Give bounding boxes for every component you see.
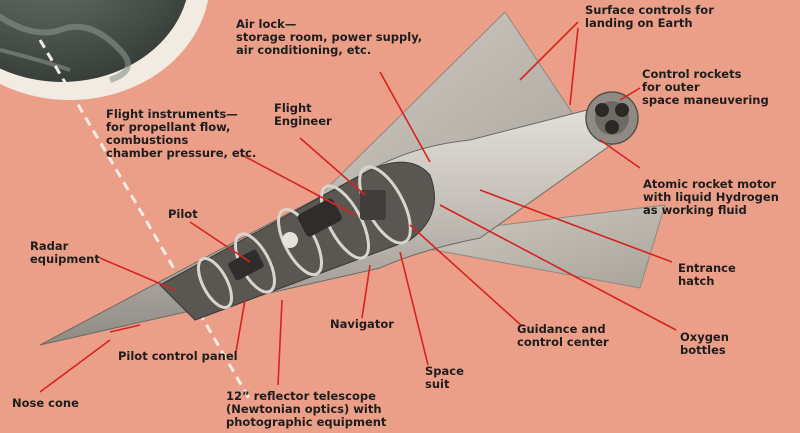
label-line: chamber pressure, etc. [106,146,257,160]
label-line: bottles [680,343,726,357]
label-line: space maneuvering [642,93,769,107]
label-line: suit [425,377,450,391]
label-line: landing on Earth [585,16,693,30]
label-line: Space [425,364,464,378]
leader-lines [39,21,677,393]
label-oxygen-bottles: Oxygen bottles [680,331,729,357]
label-line: Engineer [274,114,332,128]
label-line: Nose cone [12,396,79,410]
label-line: equipment [30,252,100,266]
label-air-lock: Air lock— storage room, power supply, ai… [236,18,422,57]
label-nose-cone: Nose cone [12,397,79,410]
label-line: Radar [30,239,69,253]
label-navigator: Navigator [330,318,394,331]
label-line: Oxygen [680,330,729,344]
label-line: Navigator [330,317,394,331]
label-line: (Newtonian optics) with [226,402,382,416]
label-line: Pilot [168,207,198,221]
label-atomic-rocket-motor: Atomic rocket motor with liquid Hydrogen… [643,178,779,217]
label-line: Air lock— [236,17,297,31]
label-guidance-control: Guidance and control center [517,323,609,349]
label-line: Atomic rocket motor [643,177,777,191]
label-line: Pilot control panel [118,349,238,363]
lower-wing [379,204,666,289]
label-pilot-control-panel: Pilot control panel [118,350,238,363]
trajectory-line [38,39,252,401]
label-line: photographic equipment [226,415,387,429]
label-line: as working fluid [643,203,747,217]
label-line: Flight [274,101,312,115]
label-line: with liquid Hydrogen [643,190,779,204]
label-line: Entrance [678,261,736,275]
label-entrance-hatch: Entrance hatch [678,262,736,288]
label-space-suit: Space suit [425,365,464,391]
label-line: combustions [106,133,189,147]
label-line: Surface controls for [585,3,714,17]
label-line: for propellant flow, [106,120,231,134]
label-line: 12” reflector telescope [226,389,376,403]
cabin-interior [228,190,386,281]
label-line: for outer [642,80,700,94]
engine-cluster [585,91,639,145]
label-flight-engineer: Flight Engineer [274,102,332,128]
label-control-rockets: Control rockets for outer space maneuver… [642,68,769,107]
label-line: hatch [678,274,715,288]
label-line: air conditioning, etc. [236,43,372,57]
label-line: storage room, power supply, [236,30,423,44]
label-line: Guidance and [517,322,606,336]
label-line: Control rockets [642,67,742,81]
label-surface-controls: Surface controls for landing on Earth [585,4,714,30]
label-radar-equipment: Radar equipment [30,240,100,266]
label-pilot: Pilot [168,208,198,221]
label-telescope: 12” reflector telescope (Newtonian optic… [226,390,386,429]
label-line: Flight instruments— [106,107,238,121]
label-flight-instruments: Flight instruments— for propellant flow,… [106,108,256,160]
earth [0,0,209,100]
label-line: control center [517,335,609,349]
